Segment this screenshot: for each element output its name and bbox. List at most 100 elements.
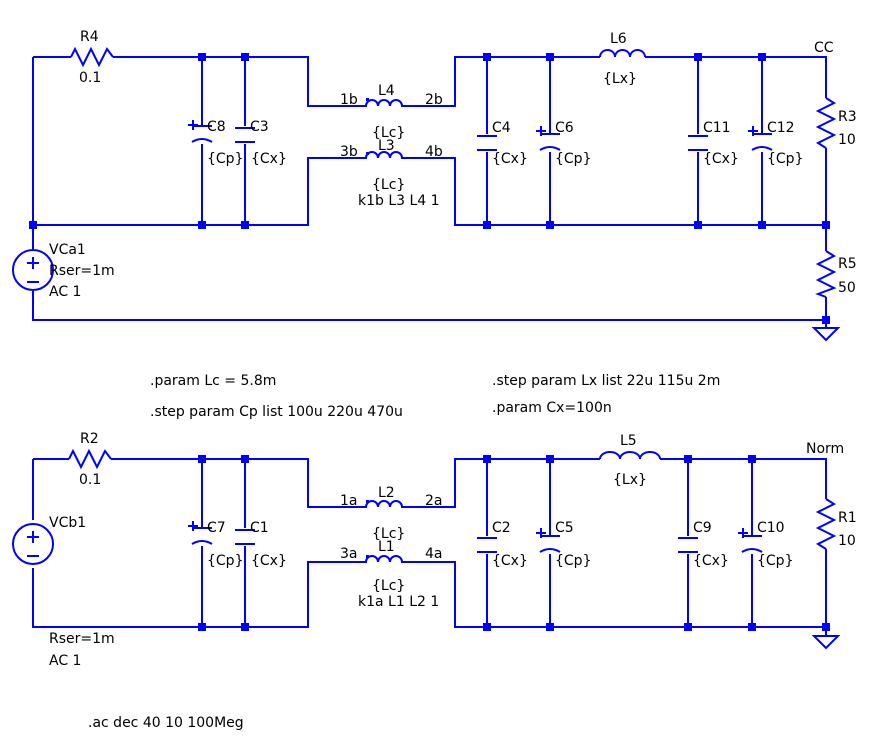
l2-dot	[366, 500, 369, 503]
capacitor-c5	[536, 528, 561, 553]
l1-pin2: 4a	[425, 546, 443, 562]
ground-symbol-top	[811, 327, 841, 342]
c2-value: {Cx}	[492, 553, 528, 569]
c1-name: C1	[250, 520, 269, 536]
c10-name: C10	[757, 520, 785, 536]
vcb1-rser: Rser=1m	[49, 631, 115, 647]
l3-value: {Lc}	[372, 177, 405, 193]
capacitor-c4	[477, 135, 497, 151]
r4-name: R4	[80, 29, 99, 45]
capacitor-c6	[536, 126, 561, 151]
c3-name: C3	[250, 119, 269, 135]
l4-dot	[366, 98, 369, 101]
inductor-l4	[335, 99, 408, 107]
l6-value: {Lx}	[603, 71, 637, 87]
c3-value: {Cx}	[251, 151, 287, 167]
c7-name: C7	[207, 520, 226, 536]
l4-pin1: 1b	[340, 92, 358, 108]
l3-pin1: 3b	[340, 144, 358, 160]
directive-param-lc: .param Lc = 5.8m	[150, 373, 276, 389]
bottom-junctions	[198, 455, 830, 631]
resistor-r2	[68, 448, 112, 470]
resistor-r5	[815, 250, 837, 298]
l3-name: L3	[378, 138, 395, 154]
l2-pin2: 2a	[425, 493, 443, 509]
c10-value: {Cp}	[757, 553, 793, 569]
r5-name: R5	[838, 256, 857, 272]
vca1-rser: Rser=1m	[49, 263, 115, 279]
c12-value: {Cp}	[767, 151, 803, 167]
capacitor-c3	[235, 127, 255, 143]
top-wires	[32, 56, 827, 328]
l1-name: L1	[378, 539, 395, 555]
l5-value: {Lx}	[613, 472, 647, 488]
capacitor-c12	[748, 126, 773, 151]
l2-pin1: 1a	[340, 493, 358, 509]
capacitor-c2	[477, 537, 497, 553]
l2-value: {Lc}	[372, 526, 405, 542]
c12-name: C12	[767, 120, 795, 136]
top-junctions	[29, 53, 830, 324]
l1-dot	[366, 555, 369, 558]
r1-name: R1	[838, 510, 857, 526]
inductor-l2	[335, 500, 408, 508]
resistor-r3	[815, 97, 837, 149]
inductor-l3	[335, 151, 408, 159]
vcb1-name: VCb1	[49, 515, 86, 531]
c5-name: C5	[555, 520, 574, 536]
l1-value: {Lc}	[372, 578, 405, 594]
l4-value: {Lc}	[372, 125, 405, 141]
bottom-wires	[32, 458, 827, 636]
voltage-source-vca1	[12, 249, 54, 291]
l2-name: L2	[378, 485, 395, 501]
directive-ac: .ac dec 40 10 100Meg	[88, 715, 244, 731]
net-label-cc: CC	[814, 40, 834, 56]
capacitor-c9	[678, 537, 698, 553]
ground-symbol-bottom	[811, 635, 841, 650]
vca1-ac: AC 1	[49, 284, 81, 300]
c7-value: {Cp}	[207, 553, 243, 569]
l1-pin1: 3a	[340, 546, 358, 562]
r3-value: 10	[838, 132, 856, 148]
bottom-circuit: R2 0.1 C7 {Cp} C1 {Cx} 1a L2 2a {Lc} 3a …	[12, 431, 857, 669]
vca1-name: VCa1	[49, 242, 86, 258]
net-label-norm: Norm	[806, 441, 844, 457]
inductor-l5	[599, 451, 661, 460]
c1-value: {Cx}	[251, 553, 287, 569]
resistor-r1	[815, 498, 837, 550]
c9-value: {Cx}	[693, 553, 729, 569]
r2-name: R2	[80, 431, 99, 447]
c5-value: {Cp}	[555, 553, 591, 569]
top-circuit: R4 0.1 C8 {Cp} C3 {Cx} 1b L4 2b {Lc} 3b …	[12, 29, 857, 342]
r5-value: 50	[838, 280, 856, 296]
spice-directives: .param Lc = 5.8m .step param Cp list 100…	[88, 373, 720, 731]
c4-value: {Cx}	[492, 151, 528, 167]
capacitor-c10	[738, 528, 763, 553]
capacitor-c7	[188, 521, 213, 545]
l4-pin2: 2b	[425, 92, 443, 108]
capacitor-c1	[235, 529, 255, 545]
bottom-coupling-directive: k1a L1 L2 1	[358, 594, 439, 610]
r1-value: 10	[838, 533, 856, 549]
c8-name: C8	[207, 119, 226, 135]
c2-name: C2	[492, 520, 511, 536]
voltage-source-vcb1	[12, 523, 54, 565]
directive-step-cp: .step param Cp list 100u 220u 470u	[150, 404, 403, 420]
l3-pin2: 4b	[425, 144, 443, 160]
c4-name: C4	[492, 120, 511, 136]
resistor-r4	[70, 46, 114, 68]
r3-name: R3	[838, 109, 857, 125]
c8-value: {Cp}	[207, 151, 243, 167]
l6-name: L6	[610, 31, 627, 47]
c11-name: C11	[703, 120, 731, 136]
c6-value: {Cp}	[555, 151, 591, 167]
c9-name: C9	[693, 520, 712, 536]
l3-dot	[366, 152, 369, 155]
capacitor-c8	[188, 120, 213, 143]
inductor-l6	[599, 49, 646, 58]
r2-value: 0.1	[79, 472, 101, 488]
c11-value: {Cx}	[703, 151, 739, 167]
directive-step-lx: .step param Lx list 22u 115u 2m	[492, 373, 720, 389]
top-coupling-directive: k1b L3 L4 1	[358, 193, 440, 209]
